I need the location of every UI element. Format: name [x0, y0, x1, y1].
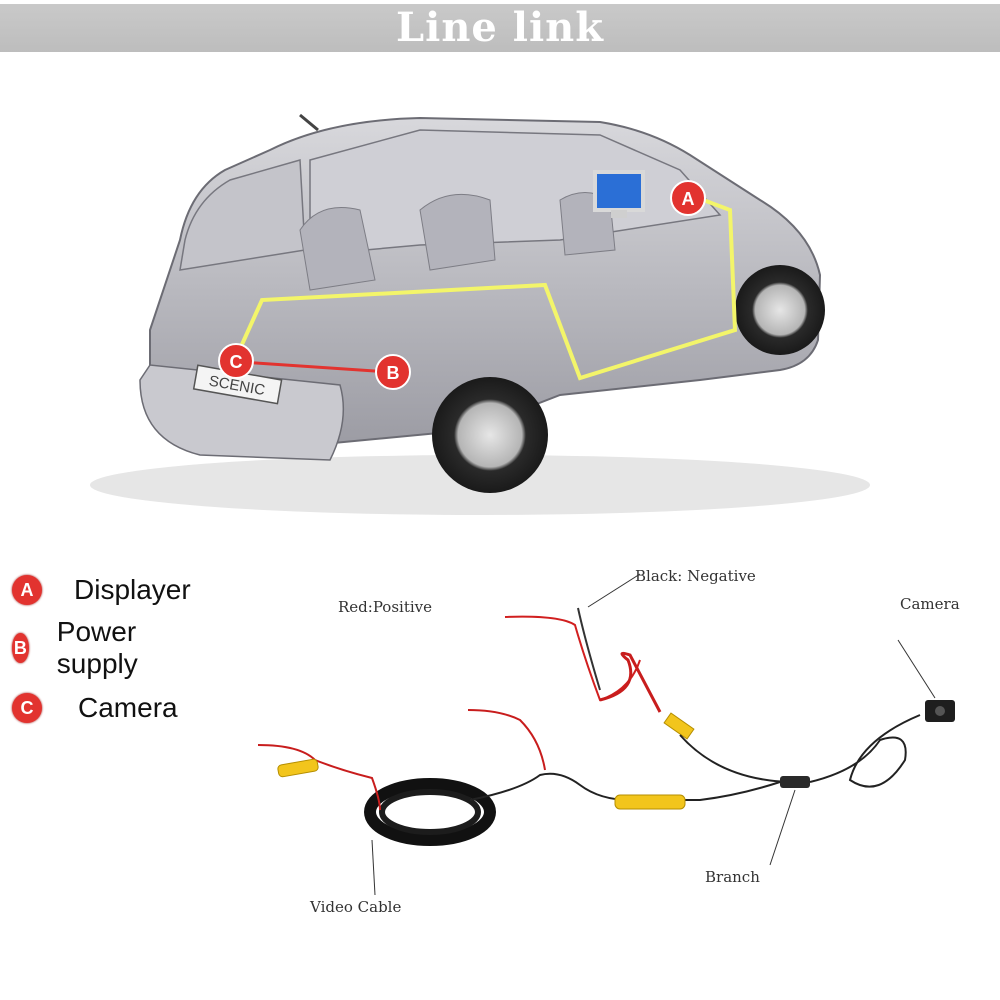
power-to-branch-wire	[679, 734, 791, 783]
license-plate: SCENIC	[192, 364, 283, 405]
camera-pointer	[897, 639, 936, 699]
legend-badge-b: B	[12, 633, 29, 663]
legend-item-power-supply: B Power supply	[12, 616, 151, 679]
left-red-wire	[257, 744, 381, 811]
legend-badge-c: C	[12, 693, 42, 723]
car-wiring-diagram: SCENIC A B C	[90, 113, 870, 515]
rear-window	[179, 159, 306, 271]
front-wheel	[735, 265, 825, 355]
label-branch: Branch	[705, 868, 760, 886]
page-title: Line link	[396, 4, 604, 51]
label-video-cable: Video Cable	[310, 898, 402, 916]
legend-item-displayer: A Displayer	[12, 570, 191, 610]
marker-a-letter: A	[682, 189, 695, 209]
red-wire-bundle	[599, 651, 662, 713]
left-thin-red	[467, 709, 546, 771]
power-connector	[663, 712, 695, 740]
legend-label-camera: Camera	[78, 692, 178, 723]
rear-wheel	[432, 377, 548, 493]
wiring-diagram	[257, 573, 955, 896]
marker-b: B	[375, 354, 411, 390]
legend-label-displayer: Displayer	[74, 574, 191, 605]
marker-a: A	[670, 180, 706, 216]
label-red-positive: Red:Positive	[338, 598, 433, 616]
video-cable-main	[469, 772, 781, 801]
marker-b-letter: B	[387, 363, 400, 383]
label-black-negative: Black: Negative	[635, 567, 756, 585]
camera-wire-loop	[809, 714, 921, 788]
label-camera: Camera	[900, 595, 960, 613]
header-bar	[0, 4, 1000, 52]
marker-c-letter: C	[230, 352, 243, 372]
legend-label-power-supply: Power supply	[56, 616, 138, 679]
branch-pointer	[769, 789, 796, 866]
legend-item-camera: C Camera	[12, 688, 178, 728]
legend-badge-a: A	[12, 575, 42, 605]
rca-connector-left	[277, 758, 319, 778]
rca-connector-mid	[614, 794, 686, 810]
branch-splice	[780, 776, 810, 788]
video-cable-pointer	[371, 839, 376, 896]
black-negative-wire	[577, 607, 601, 691]
video-cable-coil	[364, 778, 496, 846]
monitor	[593, 170, 645, 212]
red-positive-wire	[504, 615, 641, 702]
power-line	[239, 360, 391, 374]
marker-c: C	[218, 343, 254, 379]
cable-route	[233, 193, 738, 381]
black-pointer	[587, 573, 641, 608]
rear-bumper	[139, 364, 345, 461]
antenna	[299, 113, 319, 132]
